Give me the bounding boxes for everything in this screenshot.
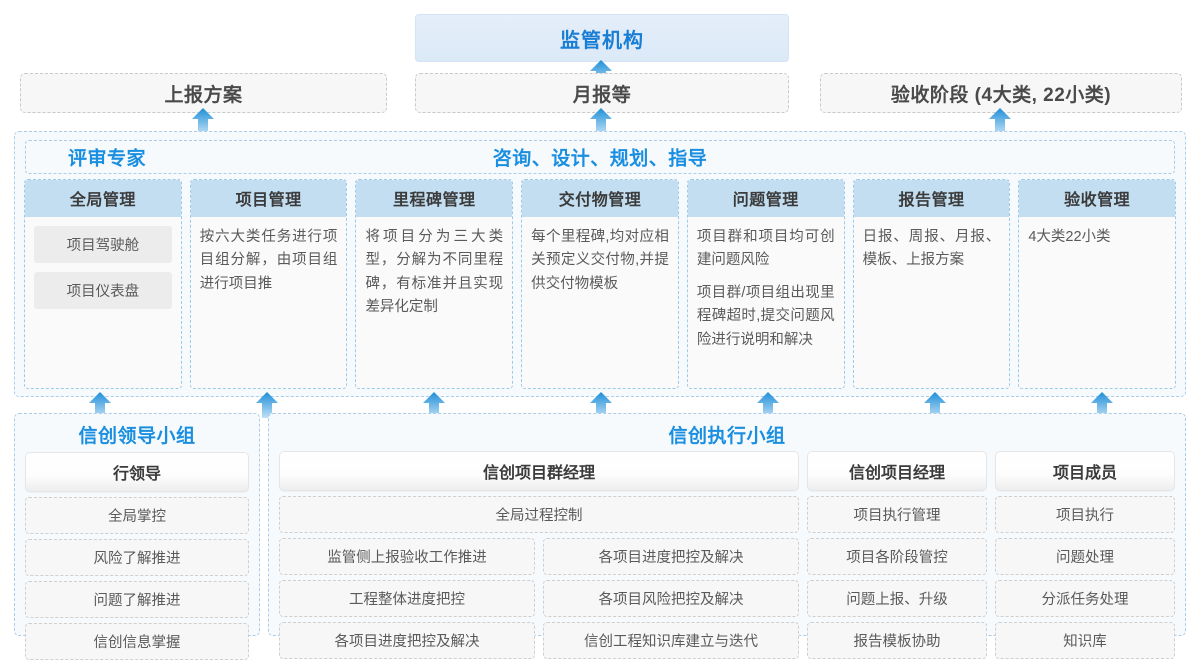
column-paragraph: 每个里程碑,均对应相关预定义交付物,并提供交付物模板 xyxy=(531,229,669,292)
task-item[interactable]: 风险了解推进 xyxy=(25,539,249,576)
arrow-up-column-1 xyxy=(89,392,111,418)
capability-column-issue-management[interactable]: 问题管理 项目群和项目均可创建问题风险 项目群/项目组出现里程碑超时,提交问题风… xyxy=(686,179,845,389)
task-item[interactable]: 全局掌控 xyxy=(25,497,249,534)
node-acceptance-stage: 验收阶段 (4大类, 22小类) xyxy=(820,73,1182,113)
task-item[interactable]: 分派任务处理 xyxy=(995,580,1175,617)
task-item[interactable]: 信创工程知识库建立与迭代 xyxy=(543,622,799,659)
column-body: 项目驾驶舱 项目仪表盘 xyxy=(25,217,181,388)
column-body: 日报、周报、月报、模板、上报方案 xyxy=(853,217,1010,388)
execution-role-columns: 信创项目群经理 全局过程控制 监管侧上报验收工作推进 各项目进度把控及解决 工程… xyxy=(279,451,1175,659)
role-project-members[interactable]: 项目成员 xyxy=(995,451,1175,491)
group-execution-title: 信创执行小组 xyxy=(668,426,786,447)
task-item[interactable]: 各项目进度把控及解决 xyxy=(279,622,535,659)
column-title: 问题管理 xyxy=(687,180,844,217)
column-title: 里程碑管理 xyxy=(356,180,513,217)
node-monthly-report: 月报等 xyxy=(415,73,789,113)
arrow-up-to-acceptance-stage xyxy=(989,108,1011,134)
task-row: 监管侧上报验收工作推进 各项目进度把控及解决 xyxy=(279,538,799,575)
column-body: 按六大类任务进行项目组分解，由项目组进行项目推 xyxy=(190,217,347,388)
column-paragraph: 4大类22小类 xyxy=(1028,229,1111,245)
role-column-project-members: 项目成员 项目执行 问题处理 分派任务处理 知识库 xyxy=(995,451,1175,659)
node-regulator-label: 监管机构 xyxy=(560,29,644,52)
arrow-up-column-2 xyxy=(256,392,278,418)
group-leading-body: 行领导 全局掌控 风险了解推进 问题了解推进 信创信息掌握 xyxy=(15,452,259,670)
group-leading-title: 信创领导小组 xyxy=(78,426,196,447)
arrow-up-column-5 xyxy=(757,392,779,418)
project-manager-tasks: 项目执行管理 项目各阶段管控 问题上报、升级 报告模板协助 xyxy=(807,496,987,659)
capability-column-global-management[interactable]: 全局管理 项目驾驶舱 项目仪表盘 xyxy=(24,179,182,389)
task-item[interactable]: 信创信息掌握 xyxy=(25,623,249,660)
group-leading: 信创领导小组 行领导 全局掌控 风险了解推进 问题了解推进 信创信息掌握 xyxy=(14,413,260,660)
arrow-up-column-7 xyxy=(1091,392,1113,418)
column-paragraph: 日报、周报、月报、模板、上报方案 xyxy=(862,229,1001,269)
group-execution: 信创执行小组 信创项目群经理 全局过程控制 监管侧上报验收工作推进 各项目进度把… xyxy=(268,413,1186,659)
task-item[interactable]: 知识库 xyxy=(995,622,1175,659)
task-item[interactable]: 各项目风险把控及解决 xyxy=(543,580,799,617)
capability-column-acceptance-management[interactable]: 验收管理 4大类22小类 xyxy=(1018,179,1177,389)
column-body: 4大类22小类 xyxy=(1019,217,1176,388)
capability-column-deliverable-management[interactable]: 交付物管理 每个里程碑,均对应相关预定义交付物,并提供交付物模板 xyxy=(521,179,679,389)
task-row: 工程整体进度把控 各项目风险把控及解决 xyxy=(279,580,799,617)
node-submission-plan-label: 上报方案 xyxy=(164,84,243,106)
column-body: 每个里程碑,均对应相关预定义交付物,并提供交付物模板 xyxy=(522,217,678,388)
capability-column-milestone-management[interactable]: 里程碑管理 将项目分为三大类型，分解为不同里程碑，有标准并且实现差异化定制 xyxy=(355,179,514,389)
band-header: 评审专家 咨询、设计、规划、指导 xyxy=(25,140,1175,174)
role-column-project-manager: 信创项目经理 项目执行管理 项目各阶段管控 问题上报、升级 报告模板协助 xyxy=(807,451,987,659)
capability-column-project-management[interactable]: 项目管理 按六大类任务进行项目组分解，由项目组进行项目推 xyxy=(189,179,348,389)
node-regulator: 监管机构 xyxy=(415,14,789,62)
column-title: 报告管理 xyxy=(853,180,1010,217)
task-item[interactable]: 项目执行 xyxy=(995,496,1175,533)
column-paragraph: 项目群/项目组出现里程碑超时,提交问题风险进行说明和解决 xyxy=(696,284,835,348)
node-acceptance-stage-label: 验收阶段 (4大类, 22小类) xyxy=(890,84,1112,106)
arrow-up-column-3 xyxy=(423,392,445,418)
column-paragraph: 项目群和项目均可创建问题风险 xyxy=(696,229,835,269)
column-body: 项目群和项目均可创建问题风险 项目群/项目组出现里程碑超时,提交问题风险进行说明… xyxy=(687,217,844,388)
column-title: 交付物管理 xyxy=(522,180,678,217)
column-body: 将项目分为三大类型，分解为不同里程碑，有标准并且实现差异化定制 xyxy=(356,217,513,388)
role-bank-leader[interactable]: 行领导 xyxy=(25,452,249,492)
column-paragraph: 将项目分为三大类型，分解为不同里程碑，有标准并且实现差异化定制 xyxy=(365,229,504,316)
task-item[interactable]: 监管侧上报验收工作推进 xyxy=(279,538,535,575)
task-item[interactable]: 问题上报、升级 xyxy=(807,580,987,617)
role-project-manager[interactable]: 信创项目经理 xyxy=(807,451,987,491)
arrow-up-to-monthly-report xyxy=(590,108,612,134)
capability-column-report-management[interactable]: 报告管理 日报、周报、月报、模板、上报方案 xyxy=(852,179,1011,389)
arrow-up-column-6 xyxy=(924,392,946,418)
pill-item[interactable]: 项目驾驶舱 xyxy=(34,226,172,263)
task-item[interactable]: 问题处理 xyxy=(995,538,1175,575)
role-column-program-manager: 信创项目群经理 全局过程控制 监管侧上报验收工作推进 各项目进度把控及解决 工程… xyxy=(279,451,799,659)
task-item[interactable]: 项目各阶段管控 xyxy=(807,538,987,575)
task-item[interactable]: 全局过程控制 xyxy=(279,496,799,533)
column-title: 项目管理 xyxy=(190,180,347,217)
capability-columns: 全局管理 项目驾驶舱 项目仪表盘 项目管理 按六大类任务进行项目组分解，由项目组… xyxy=(24,179,1177,389)
program-manager-tasks: 全局过程控制 监管侧上报验收工作推进 各项目进度把控及解决 工程整体进度把控 各… xyxy=(279,496,799,659)
task-item[interactable]: 工程整体进度把控 xyxy=(279,580,535,617)
project-members-tasks: 项目执行 问题处理 分派任务处理 知识库 xyxy=(995,496,1175,659)
node-submission-plan: 上报方案 xyxy=(20,73,387,113)
task-item[interactable]: 各项目进度把控及解决 xyxy=(543,538,799,575)
band-label-review-experts: 评审专家 xyxy=(68,148,147,170)
arrow-up-column-4 xyxy=(590,392,612,418)
band-label-consulting: 咨询、设计、规划、指导 xyxy=(492,148,708,170)
column-title: 全局管理 xyxy=(25,180,181,217)
node-monthly-report-label: 月报等 xyxy=(572,84,632,106)
task-row: 各项目进度把控及解决 信创工程知识库建立与迭代 xyxy=(279,622,799,659)
role-program-manager[interactable]: 信创项目群经理 xyxy=(279,451,799,491)
task-item[interactable]: 问题了解推进 xyxy=(25,581,249,618)
task-item[interactable]: 项目执行管理 xyxy=(807,496,987,533)
platform-capability-band: 评审专家 咨询、设计、规划、指导 全局管理 项目驾驶舱 项目仪表盘 项目管理 按… xyxy=(14,131,1186,397)
task-item[interactable]: 报告模板协助 xyxy=(807,622,987,659)
column-title: 验收管理 xyxy=(1019,180,1176,217)
arrow-up-to-submission-plan xyxy=(192,108,214,134)
pill-item[interactable]: 项目仪表盘 xyxy=(34,272,172,309)
column-paragraph: 按六大类任务进行项目组分解，由项目组进行项目推 xyxy=(199,229,338,292)
diagram-canvas: 监管机构 上报方案 月报等 验收阶段 (4大类, 22小类) 评审专家 咨询、设… xyxy=(14,14,1186,660)
